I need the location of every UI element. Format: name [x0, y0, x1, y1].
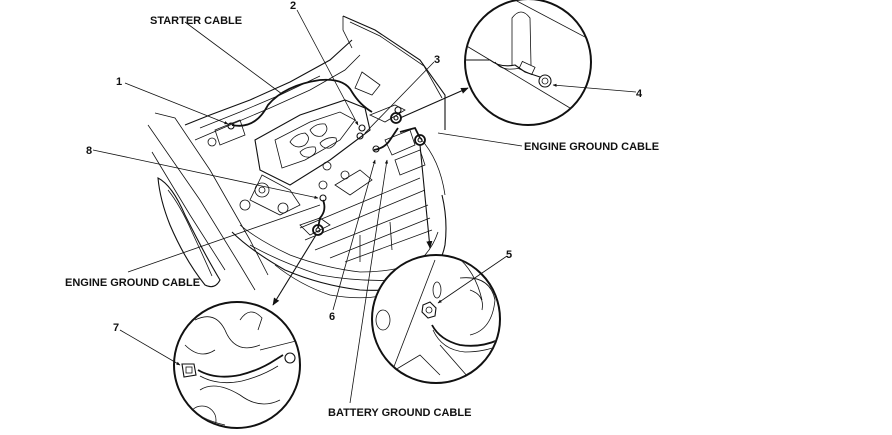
detail-view-7 [119, 301, 301, 429]
label-engine-ground-cable-right: ENGINE GROUND CABLE [524, 141, 659, 153]
arrow-to-detail-4 [399, 87, 469, 119]
labels: STARTER CABLE ENGINE GROUND CABLE ENGINE… [65, 0, 659, 419]
leader-7 [119, 329, 181, 366]
callout-5: 5 [506, 249, 512, 261]
callout-3: 3 [434, 54, 440, 66]
leader-1 [124, 82, 229, 125]
callout-6: 6 [329, 311, 335, 323]
callout-7: 7 [113, 322, 119, 334]
leader-6 [332, 159, 376, 311]
leader-starter-cable [184, 21, 283, 95]
label-starter-cable: STARTER CABLE [150, 15, 242, 27]
callout-4: 4 [636, 88, 643, 100]
callout-8: 8 [86, 145, 92, 157]
leader-lines [92, 9, 523, 404]
leader-5 [437, 255, 508, 304]
detail-view-5 [371, 254, 508, 384]
car-front-illustration [147, 15, 447, 299]
leader-8 [92, 149, 319, 199]
detail-view-4 [464, 0, 637, 126]
arrow-to-detail-7 [272, 234, 317, 306]
leader-3 [364, 61, 435, 134]
leader-battery-ground [349, 159, 389, 404]
arrow-to-detail-5 [419, 144, 433, 249]
label-battery-ground-cable: BATTERY GROUND CABLE [328, 407, 471, 419]
label-engine-ground-cable-left: ENGINE GROUND CABLE [65, 277, 200, 289]
leader-2 [296, 9, 359, 126]
leader-4 [552, 83, 637, 93]
leader-engine-ground-right [437, 132, 523, 147]
leader-engine-ground-left [127, 204, 321, 273]
callout-2: 2 [290, 0, 296, 12]
callout-1: 1 [116, 76, 122, 88]
